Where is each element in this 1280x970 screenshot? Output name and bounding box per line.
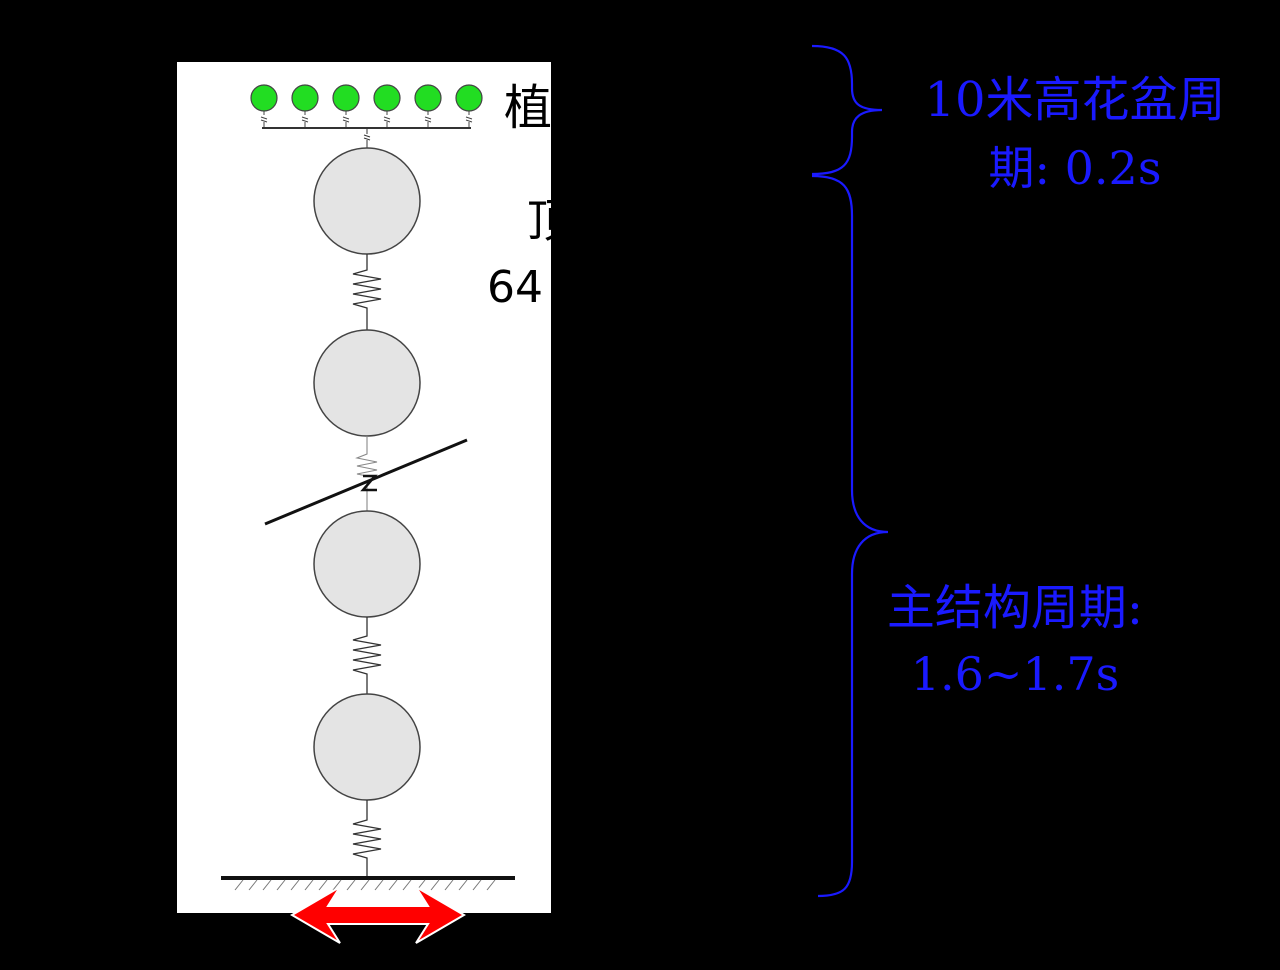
- break-line: [264, 438, 468, 526]
- planter-period-value: 期: 0.2s: [988, 141, 1162, 195]
- floor-mass-icon: [313, 693, 421, 801]
- main-structure-period-label: 主结构周期:: [886, 580, 1144, 636]
- spring-icon: [363, 128, 371, 148]
- floor-mass-icon: [313, 510, 421, 618]
- spring-icon: [352, 254, 382, 330]
- double-arrow-icon: [290, 886, 466, 944]
- plant-mass-icon: [291, 84, 319, 128]
- ground-icon: [221, 876, 515, 891]
- structure-model-panel: 植 顶 64: [177, 62, 551, 913]
- plant-mass-icon: [250, 84, 278, 128]
- top-value: 64: [487, 262, 543, 313]
- plant-label: 植: [504, 80, 551, 136]
- floor-mass-icon: [313, 329, 421, 437]
- top-label: 顶: [527, 194, 551, 248]
- spring-icon: [352, 800, 382, 877]
- spring-icon: [355, 436, 379, 512]
- break-mark: [360, 474, 378, 492]
- plant-row: [250, 84, 483, 148]
- planter-period-label: 10米高花盆周: [924, 72, 1226, 128]
- plant-mass-icon: [373, 84, 401, 128]
- structure-model-drawing: [221, 84, 515, 891]
- plant-mass-icon: [332, 84, 360, 128]
- curly-brace-icon: [811, 44, 889, 898]
- spring-icon: [352, 617, 382, 694]
- floor-mass-icon: [313, 147, 421, 255]
- plant-mass-icon: [455, 84, 483, 128]
- plant-mass-icon: [414, 84, 442, 128]
- main-structure-period-value: 1.6~1.7s: [910, 647, 1120, 701]
